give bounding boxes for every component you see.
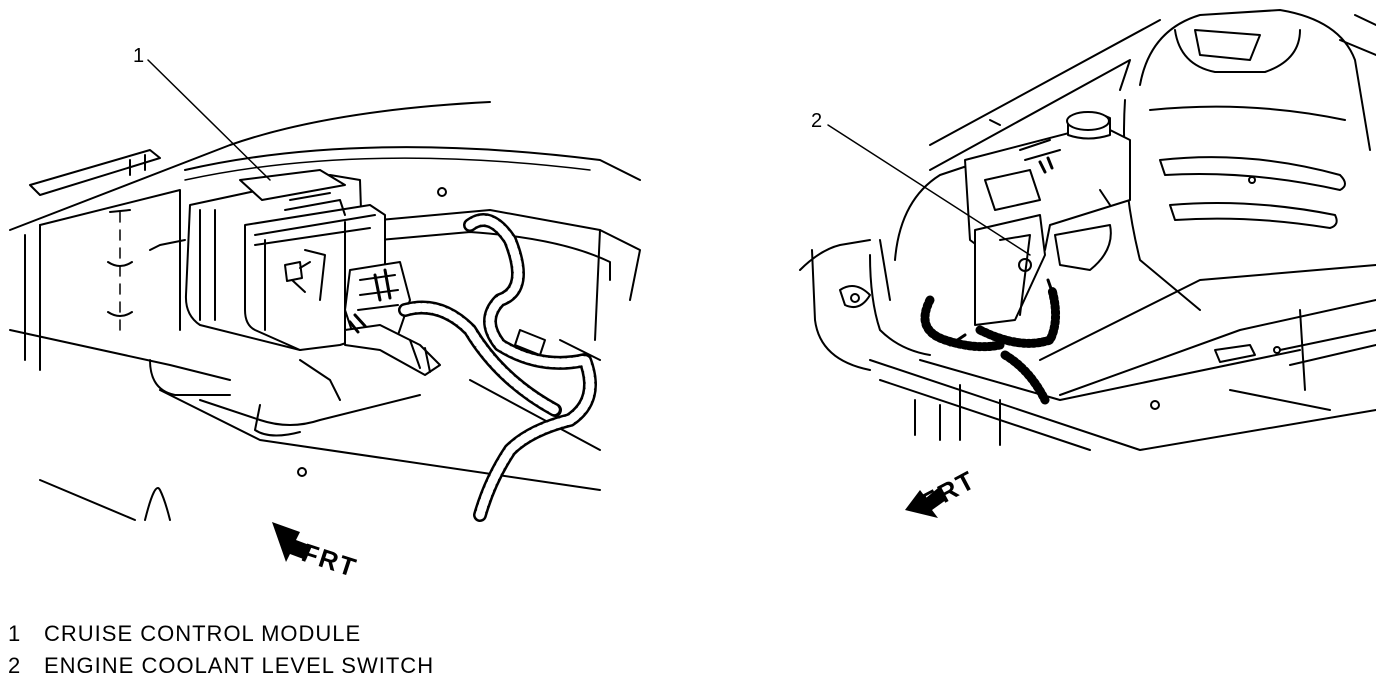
- front-direction-arrow-icon: [905, 488, 946, 518]
- frt-label-right: FRT: [917, 464, 981, 517]
- frt-arrow-right: [905, 488, 946, 518]
- legend-item-label: CRUISE CONTROL MODULE: [44, 621, 362, 646]
- component-locator-diagram: 1 FRT: [9, 9, 1376, 583]
- harness-right: [920, 285, 1060, 405]
- left-view-engine-compartment: [9, 101, 641, 521]
- legend: 1 CRUISE CONTROL MODULE 2 ENGINE COOLANT…: [8, 618, 708, 682]
- frt-label-left: FRT: [298, 537, 361, 583]
- legend-item: 1 CRUISE CONTROL MODULE: [8, 618, 708, 650]
- frt-arrow-left: [272, 522, 312, 562]
- legend-item-number: 1: [8, 621, 22, 646]
- legend-item-number: 2: [8, 653, 22, 678]
- harness-loom-left: [398, 213, 597, 522]
- cruise-control-module: [184, 169, 441, 376]
- legend-item-label: ENGINE COOLANT LEVEL SWITCH: [44, 653, 435, 678]
- legend-item: 2 ENGINE COOLANT LEVEL SWITCH: [8, 650, 708, 682]
- callout-1: 1: [133, 45, 144, 67]
- leader-line-1: [147, 59, 271, 181]
- callout-2: 2: [811, 110, 822, 132]
- leader-line-2: [827, 124, 1031, 256]
- coolant-reservoir: [964, 111, 1131, 326]
- front-direction-arrow-icon: [272, 522, 312, 562]
